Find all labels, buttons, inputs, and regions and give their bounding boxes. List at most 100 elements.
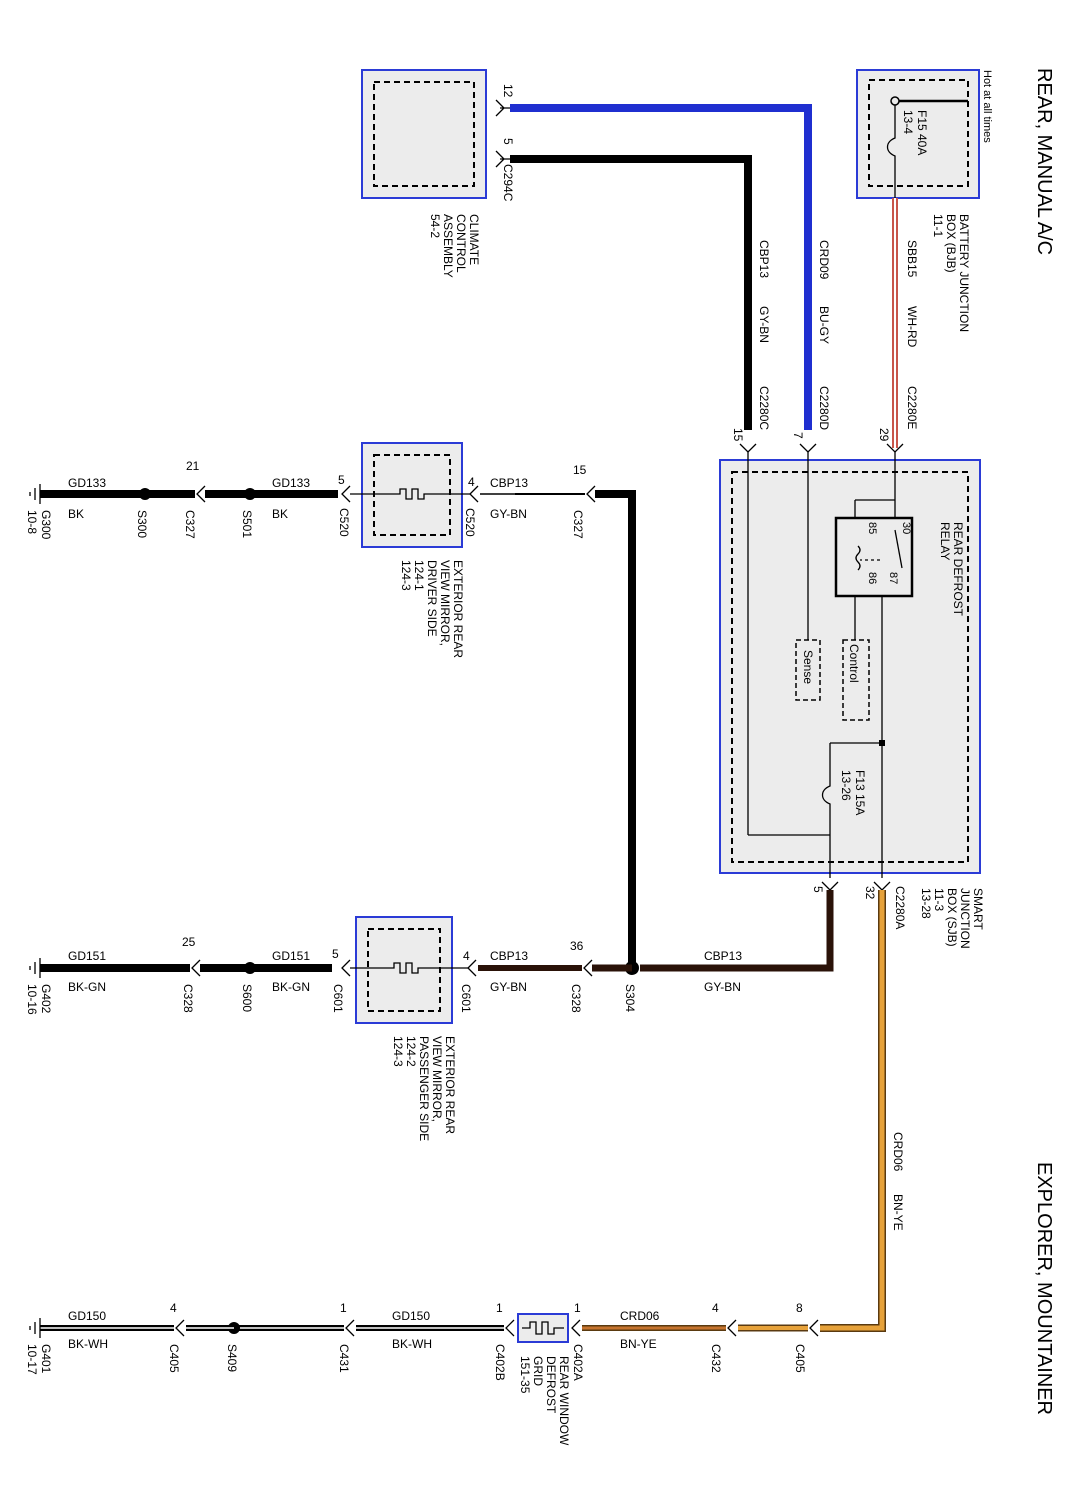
row3-wire-bk-wh-a: BK-WH xyxy=(68,1337,108,1351)
row-passenger-mirror: S304 36 C328 CBP13 GY-BN 4 C601 5 C601 E… xyxy=(25,916,639,1141)
rear-defrost-relay xyxy=(834,516,914,598)
wire-gy-bn-sjb-label: GY-BN xyxy=(704,980,741,994)
c2280c-label: C2280C xyxy=(757,386,771,430)
sjb-name-5: 13-28 xyxy=(919,888,933,919)
row-rear-window-grid: 8 C405 4 C432 CRD06 BN-YE 1 C402A REAR W… xyxy=(25,1301,819,1446)
row3-wire-crd06: CRD06 xyxy=(620,1309,660,1323)
sjb-pin-5: 5 xyxy=(811,886,825,893)
row3-c405a: C405 xyxy=(167,1344,181,1373)
row2-pin-4: 4 xyxy=(463,949,470,963)
row3-pin-1b: 1 xyxy=(496,1301,503,1315)
connector-arrow-icon xyxy=(175,1319,185,1337)
row1-wire-gd133-b: GD133 xyxy=(272,476,310,490)
row2-c328a: C328 xyxy=(181,984,195,1013)
row3-pin-8: 8 xyxy=(796,1301,803,1315)
grid-name-4: 151-35 xyxy=(518,1356,532,1394)
sjb-name-3: BOX (SJB) xyxy=(945,888,959,947)
row1-wire-bk-b: BK xyxy=(272,507,288,521)
bjb-name-3: 11-1 xyxy=(931,214,945,237)
row3-pin-4b: 4 xyxy=(712,1301,719,1315)
mirror-driver-name-3: DRIVER SIDE xyxy=(425,560,439,637)
bjb-fuse-label: F15 40A xyxy=(915,110,929,155)
grid-name-3: GRID xyxy=(531,1356,545,1386)
row1-wire-gy-bn: GY-BN xyxy=(490,507,527,521)
climate-connector-c294c: C294C xyxy=(501,164,515,202)
row2-s304: S304 xyxy=(623,984,637,1012)
mirror-driver-name-4: 124-1 xyxy=(412,560,426,591)
row1-wire-gd133-a: GD133 xyxy=(68,476,106,490)
row3-wire-bk-wh-b: BK-WH xyxy=(392,1337,432,1351)
control-box xyxy=(842,639,870,721)
row1-wire-bk-a: BK xyxy=(68,507,84,521)
sense-box xyxy=(795,639,821,701)
row3-wire-gd150-a: GD150 xyxy=(68,1309,106,1323)
row3-c432: C432 xyxy=(709,1344,723,1373)
sjb-fuse-label: F13 15A xyxy=(853,770,867,815)
connector-arrow-icon xyxy=(809,1319,819,1337)
mirror-driver-name-5: 124-3 xyxy=(399,560,413,591)
row2-wire-gd151-b: GD151 xyxy=(272,949,310,963)
wire-wh-rd-label: WH-RD xyxy=(905,306,919,348)
climate-name-4: 54-2 xyxy=(428,214,442,238)
row1-c327b: C327 xyxy=(571,510,585,539)
c2280d-label: C2280D xyxy=(817,386,831,430)
row3-ground-ref: 10-17 xyxy=(25,1344,39,1375)
relay-pin-87: 87 xyxy=(887,572,899,584)
row1-pin-4: 4 xyxy=(468,475,475,489)
row3-pin-4a: 4 xyxy=(170,1301,177,1315)
control-label: Control xyxy=(847,644,861,683)
connector-arrow-icon xyxy=(586,485,596,503)
connector-arrow-icon xyxy=(799,443,817,453)
connector-arrow-icon xyxy=(191,959,201,977)
row2-pin-5: 5 xyxy=(332,947,339,961)
connector-arrow-icon xyxy=(727,1319,737,1337)
climate-pin-12: 12 xyxy=(501,84,515,98)
defrost-grid-icon xyxy=(522,1321,564,1335)
connector-arrow-icon xyxy=(495,150,510,168)
connector-arrow-icon xyxy=(571,1319,581,1337)
wire-crd06-label: CRD06 xyxy=(891,1132,905,1172)
wire-bn-ye-label: BN-YE xyxy=(891,1194,905,1231)
row3-pin-1a: 1 xyxy=(340,1301,347,1315)
mirror-pass-name-1: EXTERIOR REAR xyxy=(443,1036,457,1134)
wire-cbp13-top: CBP13 GY-BN xyxy=(510,155,771,430)
wire-bu-gy-label: BU-GY xyxy=(817,306,831,344)
sense-label: Sense xyxy=(801,650,815,684)
row3-c402a: C402A xyxy=(571,1344,585,1381)
title-rear-manual-ac: REAR, MANUAL A/C xyxy=(1033,68,1055,255)
wire-gy-bn-label: GY-BN xyxy=(757,306,771,343)
wire-cbp13-sjb: CBP13 GY-BN xyxy=(640,890,834,994)
bjb-name-2: BOX (BJB) xyxy=(944,214,958,273)
row2-c601a: C601 xyxy=(331,984,345,1013)
grid-name-1: REAR WINDOW xyxy=(557,1356,571,1446)
wire-crd09-label: CRD09 xyxy=(817,240,831,280)
relay-coil-icon xyxy=(855,545,861,571)
sjb-pin-32: 32 xyxy=(863,886,877,900)
connector-arrow-icon xyxy=(495,99,510,117)
relay-name-1: REAR DEFROST xyxy=(951,522,965,617)
climate-pin-5: 5 xyxy=(501,138,515,145)
row2-wire-gd151-a: GD151 xyxy=(68,949,106,963)
wire-cbp13-label: CBP13 xyxy=(757,240,771,278)
relay-switch-icon xyxy=(894,529,903,569)
row2-ground: G402 xyxy=(39,984,53,1014)
row2-s600: S600 xyxy=(240,984,254,1012)
row3-c405b: C405 xyxy=(793,1344,807,1373)
row3-ground: G401 xyxy=(39,1344,53,1374)
connector-arrow-icon xyxy=(583,959,593,977)
row1-pin-15: 15 xyxy=(573,463,587,477)
row1-c520a: C520 xyxy=(337,508,351,537)
relay-name-2: RELAY xyxy=(938,522,952,560)
wire-crd06: CRD06 BN-YE xyxy=(820,890,905,1332)
mirror-driver-name-2: VIEW MIRROR, xyxy=(438,560,452,646)
sjb-name-2: JUNCTION xyxy=(958,888,972,949)
ground-icon xyxy=(29,484,41,504)
fuse-f15-icon xyxy=(886,105,896,198)
relay-pin-85: 85 xyxy=(866,522,878,534)
mirror-driver-name-1: EXTERIOR REAR xyxy=(451,560,465,658)
mirror-pass-name-4: 124-2 xyxy=(404,1036,418,1067)
row3-s409: S409 xyxy=(225,1344,239,1372)
bjb-hot-label: Hot at all times xyxy=(981,70,993,143)
row3-wire-bn-ye: BN-YE xyxy=(620,1337,657,1351)
row3-c402b: C402B xyxy=(493,1344,507,1381)
